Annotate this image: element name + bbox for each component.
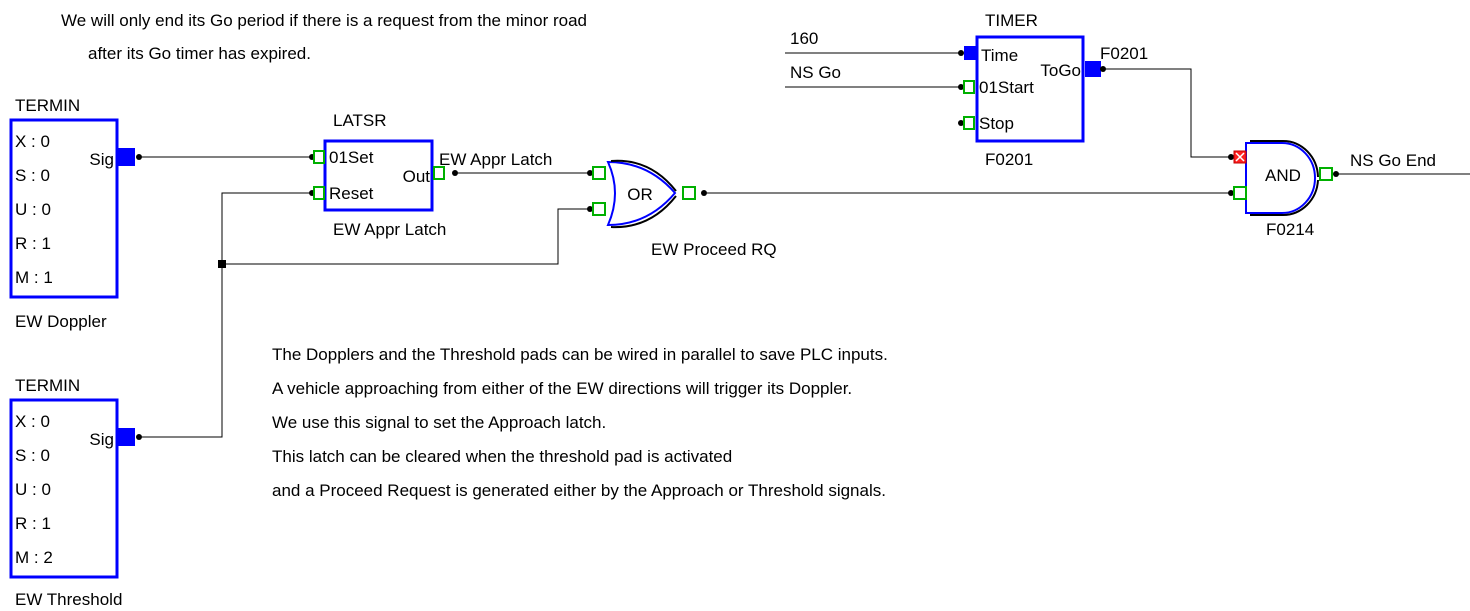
and-out-pin[interactable] (1319, 167, 1333, 181)
or-gate[interactable]: OR EW Proceed RQ (587, 159, 777, 259)
and-gate-body (1245, 142, 1316, 214)
pin-dot (958, 120, 964, 126)
or-gate-shadow (610, 195, 677, 229)
latsr-reset-label: Reset (329, 184, 374, 203)
termin-threshold-param: R : 1 (15, 514, 51, 533)
and-in2-pin[interactable] (1233, 186, 1247, 200)
description-line: A vehicle approaching from either of the… (272, 379, 852, 398)
description-line: We use this signal to set the Approach l… (272, 413, 606, 432)
latsr-set-label: 01Set (329, 148, 374, 167)
termin-doppler-frame (9, 118, 119, 299)
pin-dot (1228, 154, 1234, 160)
termin-threshold-name: EW Threshold (15, 590, 122, 609)
or-out-pin[interactable] (682, 186, 696, 200)
timer-stop-label: Stop (979, 114, 1014, 133)
and-output-net-label: NS Go End (1350, 151, 1436, 170)
wire-threshold-to-reset (142, 192, 311, 438)
termin-threshold-sig-pin[interactable] (118, 428, 135, 446)
and-gate-name: F0214 (1266, 220, 1314, 239)
timer-name: F0201 (985, 150, 1033, 169)
termin-doppler-sig-pin[interactable] (118, 148, 135, 166)
termin-threshold-type: TERMIN (15, 376, 80, 395)
pin-dot (1333, 171, 1339, 177)
latsr-out-pin[interactable] (433, 166, 445, 180)
latsr-name: EW Appr Latch (333, 220, 446, 239)
timer-time-label: Time (981, 46, 1018, 65)
latsr-frame (323, 139, 434, 212)
description-line: The Dopplers and the Threshold pads can … (272, 345, 888, 364)
termin-threshold-param: M : 2 (15, 548, 53, 567)
termin-doppler-param: M : 1 (15, 268, 53, 287)
inverted-x-icon (1235, 152, 1245, 162)
termin-threshold-param: X : 0 (15, 412, 50, 431)
pin-dot (1100, 66, 1106, 72)
pin-dot (1228, 190, 1234, 196)
termin-doppler-param: R : 1 (15, 234, 51, 253)
timer-type: TIMER (985, 11, 1038, 30)
pin-dot (452, 170, 458, 176)
latsr-set-pin[interactable] (313, 150, 325, 164)
wire-junction-dot (218, 260, 226, 268)
note-line-2: after its Go timer has expired. (88, 44, 311, 63)
timer-time-input-label: 160 (790, 29, 818, 48)
termin-doppler-param: X : 0 (15, 132, 50, 151)
termin-threshold-sig-label: Sig (89, 430, 114, 449)
wires (142, 52, 1470, 438)
termin-threshold-frame (9, 398, 119, 579)
timer-frame (975, 35, 1085, 143)
latsr-type: LATSR (333, 111, 387, 130)
or-in1-pin[interactable] (592, 166, 606, 180)
pin-dot (587, 170, 593, 176)
latsr-out-label: Out (403, 167, 431, 186)
termin-doppler-param: S : 0 (15, 166, 50, 185)
pin-dot (136, 434, 142, 440)
pin-dot (958, 84, 964, 90)
timer-block[interactable]: TIMER Time 01Start Stop ToGo F0201 (958, 11, 1106, 169)
description-line: and a Proceed Request is generated eithe… (272, 481, 886, 500)
pin-dot (958, 50, 964, 56)
timer-togo-pin[interactable] (1085, 61, 1101, 77)
description-line: This latch can be cleared when the thres… (272, 447, 732, 466)
or-in2-pin[interactable] (592, 202, 606, 216)
timer-start-input-label: NS Go (790, 63, 841, 82)
or-gate-shadow (610, 159, 677, 192)
termin-doppler-sig-label: Sig (89, 150, 114, 169)
timer-stop-pin[interactable] (963, 116, 975, 130)
or-gate-label: OR (627, 185, 653, 204)
latsr-reset-pin[interactable] (313, 186, 325, 200)
wire-timer-to-and (1104, 68, 1231, 158)
latch-output-net-label: EW Appr Latch (439, 150, 552, 169)
pin-dot (136, 154, 142, 160)
termin-doppler-name: EW Doppler (15, 312, 107, 331)
timer-togo-label: ToGo (1040, 61, 1081, 80)
note-line-1: We will only end its Go period if there … (61, 11, 587, 30)
latsr-block[interactable]: LATSR 01Set Reset Out EW Appr Latch (309, 111, 458, 239)
termin-doppler-block[interactable]: TERMIN X : 0 S : 0 U : 0 R : 1 M : 1 Sig… (9, 96, 142, 331)
timer-time-pin[interactable] (964, 46, 976, 60)
termin-doppler-type: TERMIN (15, 96, 80, 115)
or-gate-body (606, 160, 677, 227)
termin-threshold-param: S : 0 (15, 446, 50, 465)
termin-doppler-param: U : 0 (15, 200, 51, 219)
timer-start-label: 01Start (979, 78, 1034, 97)
pin-dot (587, 206, 593, 212)
timer-output-net-label: F0201 (1100, 44, 1148, 63)
or-gate-name: EW Proceed RQ (651, 240, 777, 259)
timer-start-pin[interactable] (963, 80, 975, 94)
and-gate-label: AND (1265, 166, 1301, 185)
wire-threshold-to-or (222, 208, 590, 265)
and-gate[interactable]: AND F0214 (1228, 140, 1339, 239)
and-gate-shadow (1250, 179, 1319, 217)
termin-threshold-param: U : 0 (15, 480, 51, 499)
pin-dot (701, 190, 707, 196)
and-gate-shadow (1250, 140, 1319, 178)
termin-threshold-block[interactable]: TERMIN X : 0 S : 0 U : 0 R : 1 M : 2 Sig… (9, 376, 142, 609)
